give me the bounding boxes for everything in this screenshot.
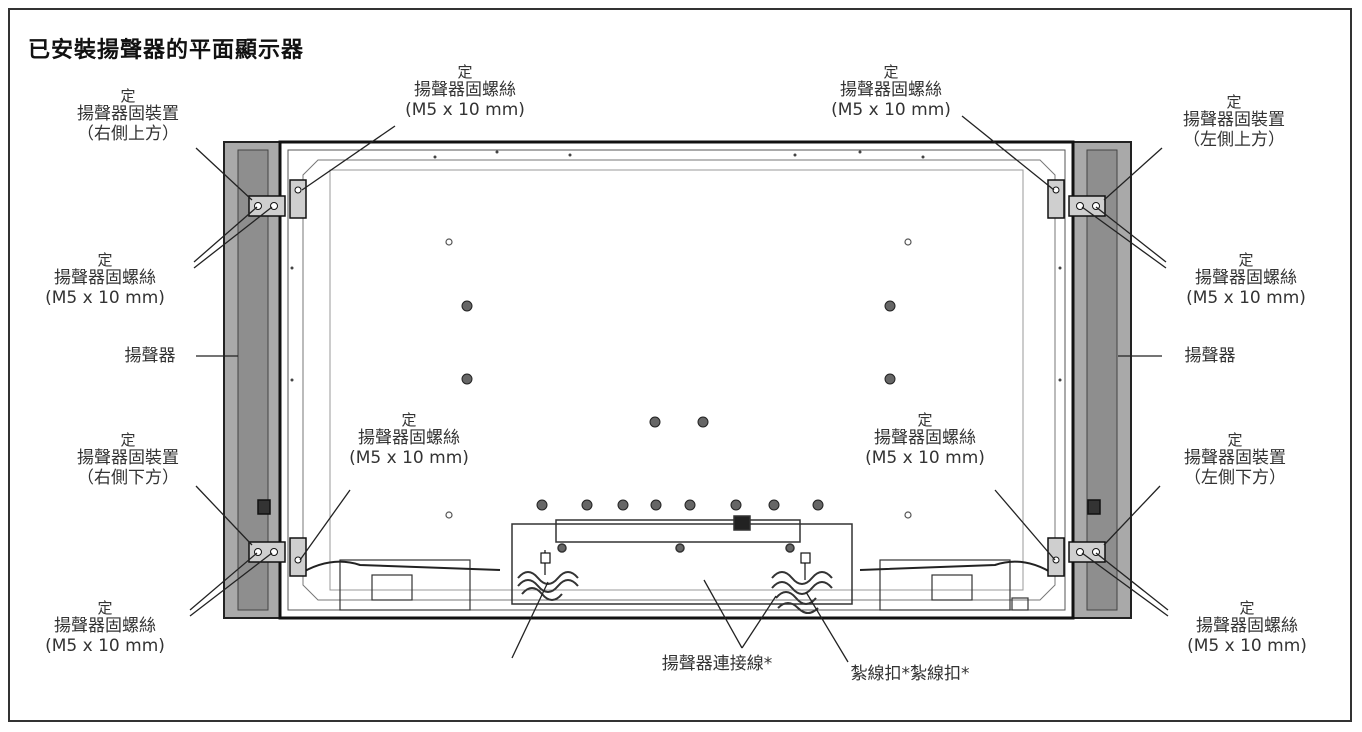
label-screw-bottom-left: 定 揚聲器固螺絲 (M5 x 10 mm) bbox=[45, 599, 165, 656]
label-bracket-bottom-left: 定 揚聲器固裝置 （右側下方） bbox=[77, 431, 179, 488]
left-speaker bbox=[223, 141, 281, 619]
label-bracket-top-right: 定 揚聲器固裝置 （左側上方） bbox=[1183, 93, 1285, 150]
label-screw-top-right: 定 揚聲器固螺絲 (M5 x 10 mm) bbox=[1186, 251, 1306, 308]
terminal-box bbox=[511, 515, 853, 605]
label-screw-bottom-right: 定 揚聲器固螺絲 (M5 x 10 mm) bbox=[1187, 599, 1307, 656]
display-back-panel bbox=[278, 140, 1075, 620]
label-screw-top-center-right: 定 揚聲器固螺絲 (M5 x 10 mm) bbox=[831, 63, 951, 120]
leader-lines bbox=[189, 115, 1169, 663]
label-screw-middle-right: 定 揚聲器固螺絲 (M5 x 10 mm) bbox=[865, 411, 985, 468]
speaker-cable-coil-right bbox=[771, 571, 833, 614]
label-screw-top-center-left: 定 揚聲器固螺絲 (M5 x 10 mm) bbox=[405, 63, 525, 120]
right-speaker bbox=[1072, 141, 1132, 619]
label-screw-top-left: 定 揚聲器固螺絲 (M5 x 10 mm) bbox=[45, 251, 165, 308]
mounting-holes bbox=[461, 300, 896, 511]
outer-frame bbox=[8, 8, 1352, 722]
label-left-speaker: 揚聲器 bbox=[124, 346, 176, 366]
label-bracket-top-left: 定 揚聲器固裝置 （右側上方） bbox=[77, 87, 179, 144]
label-cable-clamp: 紮線扣*紮線扣* bbox=[850, 664, 970, 684]
label-speaker-cable: 揚聲器連接線* bbox=[661, 654, 773, 674]
diagram-title: 已安裝揚聲器的平面顯示器 bbox=[28, 38, 305, 63]
speaker-brackets bbox=[248, 179, 1106, 577]
label-bracket-bottom-right: 定 揚聲器固裝置 （左側下方） bbox=[1184, 431, 1286, 488]
label-screw-middle-left: 定 揚聲器固螺絲 (M5 x 10 mm) bbox=[349, 411, 469, 468]
label-right-speaker: 揚聲器 bbox=[1184, 346, 1236, 366]
